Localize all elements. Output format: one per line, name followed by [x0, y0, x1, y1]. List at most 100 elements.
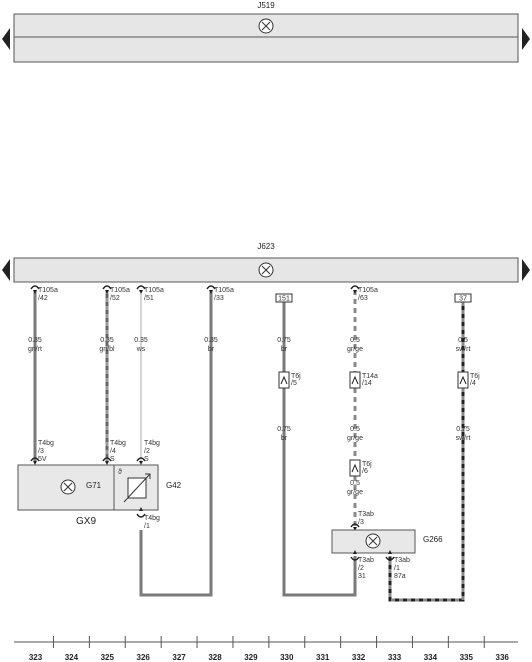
column-number-336: 336: [496, 653, 510, 662]
svg-text:/63: /63: [358, 295, 368, 302]
wire-323-size: 0.35: [28, 337, 42, 344]
wire-323-color: gn/rt: [28, 346, 42, 353]
svg-text:T6j: T6j: [291, 373, 301, 380]
column-number-334: 334: [424, 653, 438, 662]
wire-328-color: br: [208, 346, 215, 353]
j519-label: J519: [257, 1, 275, 10]
j623-right-arrow-icon[interactable]: [522, 259, 530, 281]
connector-t105a-63[interactable]: T105a /63: [350, 285, 378, 302]
connector-t6j-6[interactable]: T6j /6: [349, 459, 372, 477]
g71-electronic-symbol-icon: [60, 479, 76, 495]
wire-328-size: 0.35: [204, 337, 218, 344]
column-number-331: 331: [316, 653, 330, 662]
wire-335b-size: 0.75: [456, 426, 470, 433]
wire-325-color: gn/bl: [99, 346, 115, 353]
svg-text:/14: /14: [362, 380, 372, 387]
wire-332c-color: gr/ge: [347, 489, 363, 496]
wire-328[interactable]: [139, 290, 213, 597]
wire-335a-color: sw/rt: [456, 346, 471, 353]
connector-t14a-14[interactable]: T14a /14: [349, 371, 378, 389]
svg-text:T3ab: T3ab: [358, 511, 374, 518]
connector-box-37[interactable]: 37: [454, 293, 472, 303]
svg-text:/51: /51: [144, 295, 154, 302]
svg-text:/3: /3: [358, 519, 364, 526]
j519-bus: J519: [2, 1, 530, 63]
svg-text:T105a: T105a: [358, 287, 378, 294]
column-number-325: 325: [101, 653, 115, 662]
svg-text:/4: /4: [110, 448, 116, 455]
column-number-328: 328: [208, 653, 222, 662]
connector-box-151[interactable]: 151: [275, 293, 293, 303]
connector-t4bg-1[interactable]: T4bg /1: [136, 507, 160, 530]
wire-332a-size: 0.5: [350, 337, 360, 344]
svg-text:T4bg: T4bg: [38, 440, 54, 447]
j623-left-arrow-icon[interactable]: [2, 259, 10, 281]
connector-t4bg-2[interactable]: T4bg /2 S: [136, 440, 160, 465]
column-number-324: 324: [65, 653, 79, 662]
connector-t105a-33[interactable]: T105a /33: [206, 285, 234, 302]
svg-text:T6j: T6j: [470, 373, 480, 380]
connector-t105a-42[interactable]: T105a /42: [30, 285, 58, 302]
connector-t6j-5[interactable]: T6j /5: [278, 371, 301, 389]
j623-bus: J623: [2, 242, 530, 283]
svg-text:T105a: T105a: [214, 287, 234, 294]
wire-330b-color: br: [281, 435, 288, 442]
wire-labels: 0.35 gn/rt 0.35 gn/bl 0.35 ws 0.35 br 0.…: [28, 337, 470, 496]
column-number-332: 332: [352, 653, 366, 662]
column-number-323: 323: [29, 653, 43, 662]
connector-t4bg-4[interactable]: T4bg /4 S: [102, 440, 126, 465]
gx9-component[interactable]: T4bg /3 5V T4bg /4 S T4bg /2 S G71: [17, 440, 182, 530]
svg-text:/3: /3: [38, 448, 44, 455]
svg-text:ϑ: ϑ: [118, 469, 122, 476]
wire-326-size: 0.35: [134, 337, 148, 344]
connector-t3ab-1[interactable]: T3ab /1 87a: [385, 550, 410, 580]
connector-t4bg-3[interactable]: T4bg /3 5V: [30, 440, 54, 465]
g42-label: G42: [166, 481, 182, 490]
svg-text:/33: /33: [214, 295, 224, 302]
svg-text:/6: /6: [362, 468, 368, 475]
column-number-326: 326: [137, 653, 151, 662]
svg-text:5V: 5V: [38, 456, 47, 463]
svg-text:151: 151: [278, 296, 290, 303]
wire-332a-color: gr/ge: [347, 346, 363, 353]
svg-text:T105a: T105a: [144, 287, 164, 294]
column-number-333: 333: [388, 653, 402, 662]
gx9-label: GX9: [76, 516, 96, 527]
svg-text:/5: /5: [291, 380, 297, 387]
j519-electronic-symbol-icon: [258, 18, 274, 34]
column-number-327: 327: [172, 653, 186, 662]
connector-t105a-51[interactable]: T105a /51: [136, 285, 164, 302]
svg-text:T105a: T105a: [110, 287, 130, 294]
g266-electronic-symbol-icon: [365, 533, 381, 549]
wires: [33, 290, 465, 602]
column-number-330: 330: [280, 653, 294, 662]
j519-right-arrow-icon[interactable]: [522, 28, 530, 50]
wire-326-color: ws: [136, 346, 146, 353]
connector-t3ab-2[interactable]: T3ab /2 31: [350, 550, 374, 580]
ruler-ticks: [52, 636, 485, 648]
connector-t105a-52[interactable]: T105a /52: [102, 285, 130, 302]
g266-label: G266: [423, 535, 443, 544]
wire-330a-size: 0.75: [277, 337, 291, 344]
wire-330b-size: 0.75: [277, 426, 291, 433]
connector-t3ab-3[interactable]: T3ab /3: [350, 511, 374, 531]
svg-text:S: S: [110, 456, 115, 463]
svg-text:T4bg: T4bg: [144, 515, 160, 522]
connector-t6j-4[interactable]: T6j /4: [457, 371, 480, 389]
wire-332b-color: gr/ge: [347, 435, 363, 442]
svg-text:/4: /4: [470, 380, 476, 387]
svg-text:T6j: T6j: [362, 461, 372, 468]
j519-left-arrow-icon[interactable]: [2, 28, 10, 50]
inline-connectors: T6j /5 T14a /14 T6j /4 T6j /6: [278, 371, 480, 477]
wire-332b-size: 0.5: [350, 426, 360, 433]
svg-text:31: 31: [358, 573, 366, 580]
wire-330-bottom[interactable]: [282, 388, 357, 597]
wire-335-bottom[interactable]: [388, 388, 465, 602]
svg-text:T105a: T105a: [38, 287, 58, 294]
j623-label: J623: [257, 242, 275, 251]
svg-text:/1: /1: [394, 565, 400, 572]
g266-component[interactable]: T3ab /3 G266 T3ab /2 31 T3ab /1 87a: [331, 511, 443, 580]
wire-330a-color: br: [281, 346, 288, 353]
